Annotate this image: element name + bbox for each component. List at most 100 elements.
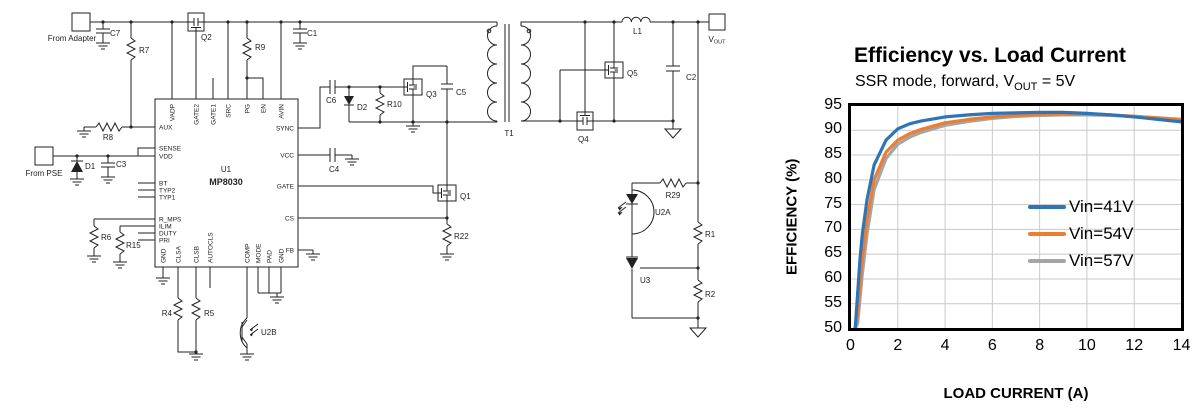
vout-terminal: VOUT [708, 13, 727, 46]
y-tick-label: 60 [824, 268, 842, 286]
label-r1: R1 [705, 230, 716, 239]
label-t1: T1 [504, 129, 514, 138]
legend-label: Vin=54V [1069, 224, 1134, 243]
label-u2a: U2A [655, 208, 671, 217]
pin-comp: COMP [245, 244, 252, 264]
label-c1: C1 [307, 29, 318, 38]
svg-text:VOUT: VOUT [709, 35, 727, 46]
pin-gate2: GATE2 [194, 104, 201, 125]
label-from-adapter: From Adapter [48, 34, 97, 43]
legend-swatch [1028, 205, 1066, 209]
cap-c7: C7 [96, 28, 121, 38]
application-circuit-schematic: C7 R7 Q2 R9 C1 R8 From Adapter From PSE [26, 12, 727, 361]
pin-pg: PG [245, 104, 252, 113]
resistor-r1: R1 [693, 221, 716, 245]
label-q4: Q4 [578, 135, 589, 144]
pin-vadp: VADP [170, 104, 177, 121]
pin-cs: CS [285, 216, 295, 223]
x-tick-label: 4 [940, 337, 950, 354]
pin-gate1: GATE1 [211, 104, 218, 125]
inductor-l1: L1 [621, 16, 651, 36]
legend-swatch [1028, 232, 1066, 236]
label-l1: L1 [633, 27, 642, 36]
y-tick-label: 95 [824, 95, 842, 113]
cap-c4: C4 [329, 148, 340, 174]
pin-bt: BT [159, 181, 167, 188]
x-tick-label: 10 [1078, 337, 1096, 354]
ic-ref: U1 [221, 165, 232, 174]
resistor-r4: R4 [162, 297, 183, 321]
x-axis-title: LOAD CURRENT (A) [943, 385, 1089, 402]
legend-item: Vin=54V [1028, 223, 1133, 245]
label-vout-sub: OUT [714, 40, 726, 46]
pin-aux: AUX [159, 125, 173, 132]
plot-border [848, 103, 1184, 331]
x-tick-label: 6 [987, 337, 997, 354]
chart-subtitle: SSR mode, forward, VOUT = 5V [855, 73, 1075, 93]
pin-vdd: VDD [159, 154, 173, 161]
y-tick-label: 55 [824, 293, 842, 311]
x-tick-label: 12 [1125, 337, 1144, 354]
label-q2: Q2 [201, 33, 212, 42]
mosfet-q3: Q3 [403, 78, 437, 99]
label-r9: R9 [255, 43, 266, 52]
label-r22: R22 [454, 232, 469, 241]
pin-mode: MODE [256, 243, 263, 263]
chart-subtitle-suffix: = 5V [1037, 73, 1076, 90]
y-tick-label: 80 [824, 169, 842, 187]
pse-input: From PSE [26, 146, 63, 178]
cap-c6: C6 [326, 80, 337, 105]
label-q1: Q1 [460, 192, 471, 201]
resistor-r9: R9 [242, 37, 266, 61]
x-tick-label: 8 [1035, 337, 1045, 354]
mosfet-q1: Q1 [437, 184, 471, 202]
pin-gnd-1: GND [161, 248, 168, 263]
label-from-pse: From PSE [26, 169, 63, 178]
cap-c1: C1 [293, 28, 318, 38]
label-c6: C6 [326, 96, 337, 105]
y-tick-label: 50 [824, 318, 842, 336]
label-r10: R10 [387, 100, 402, 109]
pin-pri: PRI [159, 238, 170, 245]
cap-c3: C3 [101, 160, 127, 169]
label-q5: Q5 [627, 69, 638, 78]
resistor-r8: R8 [95, 122, 123, 142]
legend-label: Vin=57V [1069, 251, 1134, 270]
pin-autocls: AUTOCLS [208, 232, 215, 263]
diode-d2: D2 [344, 96, 368, 112]
resistor-r29: R29 [659, 178, 687, 200]
label-r4: R4 [162, 309, 173, 318]
resistor-r2: R2 [693, 279, 716, 303]
label-u2b: U2B [261, 328, 277, 337]
cap-c5: C5 [441, 83, 467, 97]
legend-item: Vin=41V [1028, 196, 1133, 218]
chart-title: Efficiency vs. Load Current [854, 44, 1126, 67]
label-u3: U3 [640, 276, 651, 285]
efficiency-chart: Efficiency vs. Load Current SSR mode, fo… [780, 0, 1200, 415]
cap-c2: C2 [666, 65, 697, 82]
pin-r-mps: R_MPS [159, 217, 182, 224]
label-c4: C4 [329, 165, 340, 174]
pin-gate: GATE [277, 184, 295, 191]
label-r29: R29 [666, 191, 681, 200]
label-r8: R8 [103, 133, 114, 142]
plot-area [848, 103, 1184, 331]
optocoupler-u2a: U2A [617, 189, 671, 235]
label-r7: R7 [139, 46, 150, 55]
chart-legend: Vin=41V Vin=54V Vin=57V [1028, 196, 1133, 277]
mosfet-q4: Q4 [576, 111, 594, 144]
pin-gnd-2: GND [279, 248, 286, 263]
mosfet-q5: Q5 [604, 61, 638, 79]
y-tick-label: 85 [824, 145, 842, 163]
adapter-input: From Adapter [48, 12, 97, 43]
resistor-r5: R5 [191, 297, 215, 321]
pin-typ2: TYP2 [159, 188, 176, 195]
pin-duty: DUTY [159, 231, 177, 238]
junction-dots [75, 20, 700, 354]
label-d2: D2 [357, 103, 368, 112]
x-tick-label: 2 [893, 337, 903, 354]
y-tick-label: 65 [824, 244, 842, 262]
mosfet-q2: Q2 [187, 12, 212, 42]
ic-mp8030: U1 MP8030 VADP GATE2 GATE1 SRC PG EN AVI… [154, 98, 299, 268]
